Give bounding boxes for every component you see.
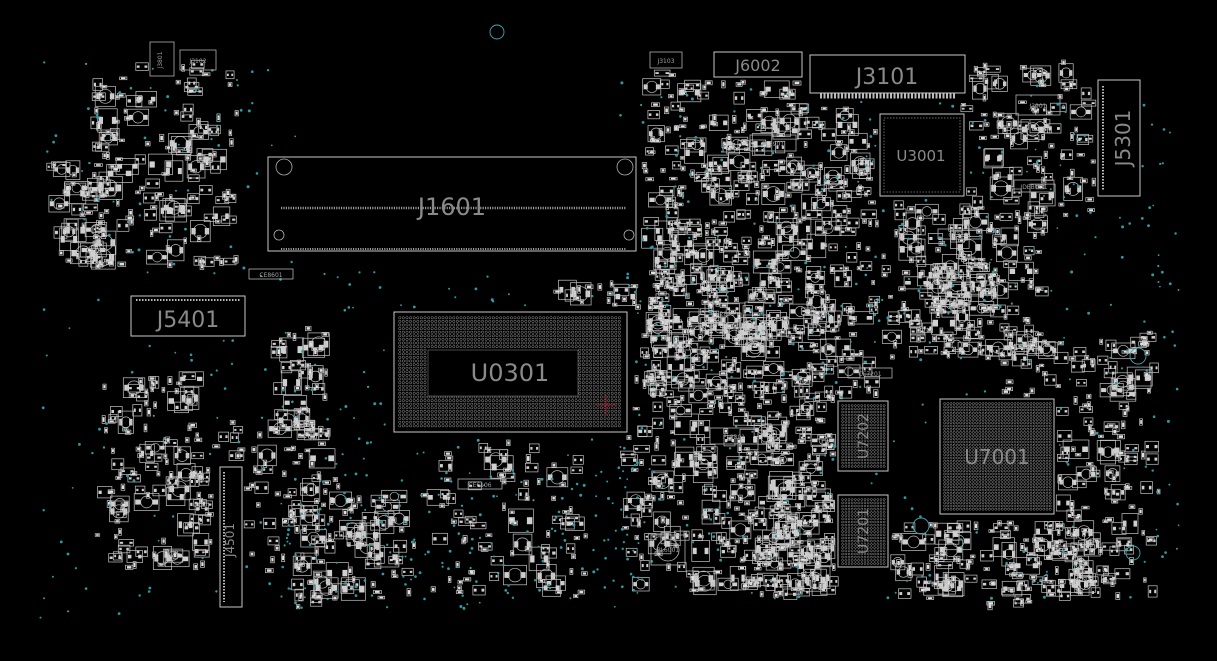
connector-j3103: J3103 — [649, 51, 683, 69]
via-field — [39, 61, 1180, 619]
label-j3901: J3901 — [1028, 103, 1046, 110]
capacitor-ce7201: CE7201 — [847, 367, 893, 379]
label-jdebug1: JDEBUG1 — [1019, 184, 1047, 191]
label-j3103: J3103 — [656, 58, 674, 65]
label-j3102: J3102 — [188, 58, 206, 65]
inductor-pl8301: PL8301 — [709, 427, 759, 445]
label-u7001: U7001 — [964, 445, 1030, 469]
capacitor-ce3701: CE3701 — [937, 228, 983, 240]
chip-u3001: U3001 — [879, 113, 965, 197]
chip-u2801: U2801 — [704, 302, 746, 324]
label-ce7201: CE7201 — [858, 371, 881, 378]
label-ce8601: CE8601 — [259, 272, 282, 279]
label-pl3901: PL3901 — [762, 141, 784, 148]
label-j1601: J1601 — [416, 193, 486, 221]
label-u0301: U0301 — [471, 359, 550, 387]
mounting-hole — [1129, 347, 1147, 365]
label-pl6001: PL6001 — [657, 547, 679, 554]
label-u2801: U2801 — [715, 311, 735, 318]
connector-j3801: J3801 — [149, 41, 175, 77]
label-u7202: U7202 — [856, 413, 872, 459]
label-ce6106: CE6106 — [468, 482, 491, 489]
connector-j1601: J1601 — [267, 156, 637, 252]
label-u7201: U7201 — [856, 508, 872, 554]
label-j5401: J5401 — [155, 308, 219, 333]
connector-j6002: J6002 — [713, 51, 803, 78]
label-j5301: J5301 — [1111, 110, 1135, 169]
connector-j3901: J3901 — [1015, 94, 1061, 116]
connector-j4501: J4501 — [219, 466, 243, 608]
label-ce3701: CE3701 — [948, 232, 971, 239]
label-j6002: J6002 — [734, 56, 780, 75]
capacitor-ce8601: CE8601 — [248, 268, 294, 280]
chip-u7201: U7201 — [837, 494, 889, 568]
label-j4501: J4501 — [223, 523, 237, 558]
connector-j5401: J5401 — [130, 295, 246, 337]
inductor-pl6001: PL6001 — [650, 534, 686, 566]
connector-j5301: J5301 — [1097, 79, 1141, 197]
chip-u0301: U0301 — [393, 311, 628, 433]
connector-j3102: J3102 — [179, 49, 217, 71]
label-pl8301: PL8301 — [723, 434, 745, 441]
capacitor-ce6106: CE6106 — [457, 478, 503, 490]
chip-u7202: U7202 — [837, 400, 889, 472]
component-field — [46, 59, 1161, 611]
mounting-hole — [912, 517, 930, 535]
mounting-hole — [1125, 545, 1141, 561]
mounting-hole — [489, 24, 505, 40]
label-j3101: J3101 — [854, 65, 918, 90]
connector-j3101: J3101 — [809, 54, 966, 99]
label-u3001: U3001 — [896, 147, 945, 165]
chip-u7001: U7001 — [939, 398, 1055, 515]
inductor-pl3901: PL3901 — [749, 134, 797, 152]
connector-jdebug1: JDEBUG1 — [1013, 179, 1055, 193]
label-j3801: J3801 — [157, 51, 164, 69]
